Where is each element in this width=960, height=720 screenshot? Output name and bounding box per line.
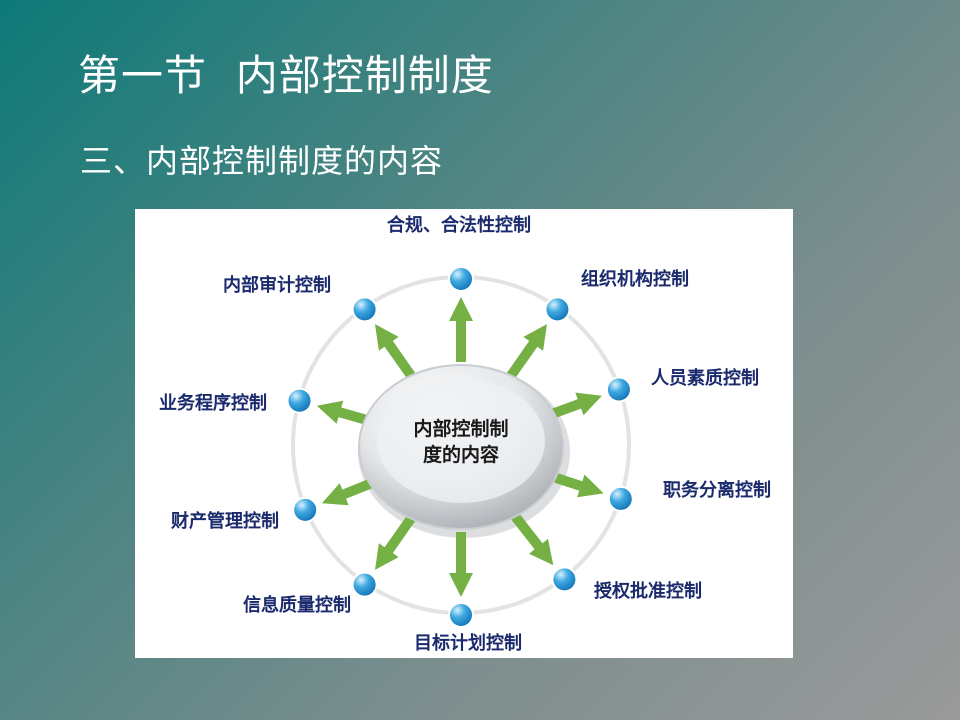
arrow-6 xyxy=(449,532,473,597)
item-label-2: 组织机构控制 xyxy=(581,268,689,290)
item-label-10: 内部审计控制 xyxy=(223,274,331,296)
diagram-panel: 内部控制制 度的内容 合规、合法性控制组织机构控制人员素质控制职务分离控制授权批… xyxy=(135,209,793,658)
center-label-line-1: 内部控制制 xyxy=(413,417,508,440)
item-label-3: 人员素质控制 xyxy=(651,367,759,389)
item-label-9: 业务程序控制 xyxy=(159,392,267,414)
node-8 xyxy=(292,496,319,523)
arrow-10 xyxy=(375,324,417,381)
slide-title: 第一节 内部控制制度 xyxy=(78,51,494,100)
center-label-line-2: 度的内容 xyxy=(423,443,499,466)
node-2 xyxy=(544,296,571,323)
node-9 xyxy=(286,387,313,414)
arrow-7 xyxy=(375,513,417,570)
item-label-6: 目标计划控制 xyxy=(414,632,522,654)
item-label-5: 授权批准控制 xyxy=(594,580,702,602)
node-4 xyxy=(607,485,634,512)
node-10 xyxy=(351,296,378,323)
node-3 xyxy=(605,376,632,403)
arrow-1 xyxy=(449,297,473,362)
node-6 xyxy=(448,602,474,628)
item-label-7: 信息质量控制 xyxy=(243,594,351,616)
arrow-2 xyxy=(505,324,547,381)
item-label-1: 合规、合法性控制 xyxy=(387,214,531,236)
slide-subtitle: 三、内部控制制度的内容 xyxy=(80,142,444,180)
radial-diagram: 内部控制制 度的内容 合规、合法性控制组织机构控制人员素质控制职务分离控制授权批… xyxy=(159,214,771,654)
center-hub-inner xyxy=(377,379,545,503)
arrow-5 xyxy=(509,510,554,566)
node-7 xyxy=(351,571,378,598)
item-label-8: 财产管理控制 xyxy=(171,510,279,532)
node-5 xyxy=(551,566,578,593)
item-label-4: 职务分离控制 xyxy=(663,479,771,501)
node-1 xyxy=(448,266,474,292)
